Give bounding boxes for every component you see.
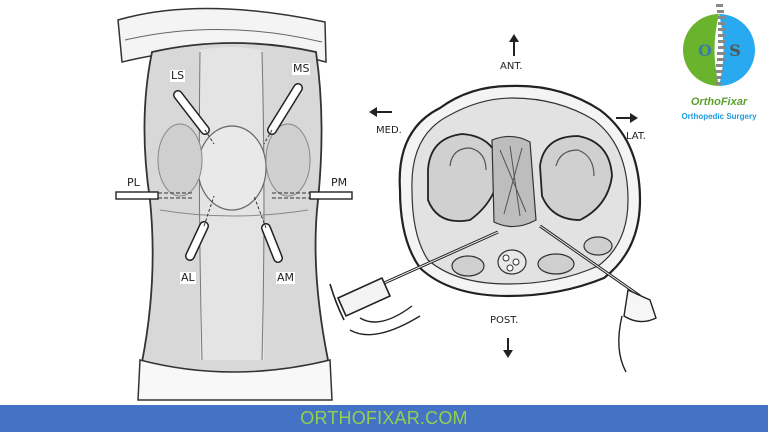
label-posterior: POST. [490,315,519,326]
label-lateral: LAT. [626,131,646,142]
label-pl: PL [126,176,141,189]
knee-anterior-illustration [115,7,657,401]
svg-text:O: O [698,41,712,60]
orthofixar-logo: O S OrthoFixar Orthopedic Surgery [672,2,766,128]
label-ls: LS [170,69,186,82]
svg-text:S: S [729,41,741,60]
label-anterior: ANT. [500,61,523,72]
label-ms: MS [292,62,311,75]
label-al: AL [180,271,196,284]
footer-bar: ORTHOFIXAR.COM [0,405,768,432]
footer-website-link[interactable]: ORTHOFIXAR.COM [300,408,468,428]
illustration-area: LS MS PL PM AL AM ANT. MED. LAT. POST. O… [115,2,766,401]
label-medial: MED. [376,125,402,136]
label-pm: PM [330,176,349,189]
spine-logo-icon: O S [683,4,755,86]
logo-title: OrthoFixar [690,96,748,108]
logo-subtitle: Orthopedic Surgery [681,112,757,121]
label-am: AM [276,271,296,284]
